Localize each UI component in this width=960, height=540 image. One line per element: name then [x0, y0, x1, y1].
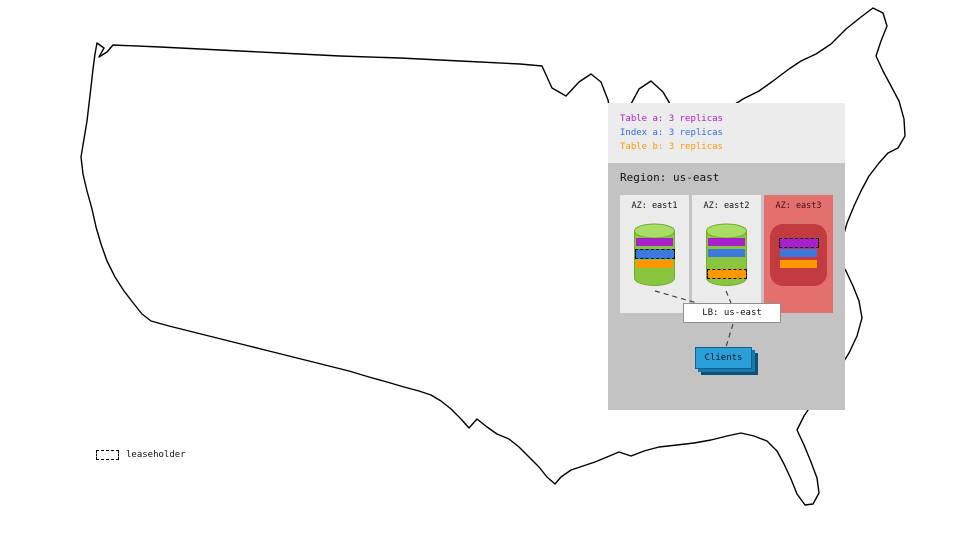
replica-table-b: [780, 260, 817, 268]
legend-index-a: Index a: 3 replicas: [620, 128, 723, 138]
az-east2-node: [705, 222, 748, 288]
leaseholder-legend: leaseholder: [96, 450, 186, 460]
clients-label: Clients: [704, 353, 743, 363]
replica-table-b-leaseholder: [706, 269, 747, 279]
replica-table-a: [708, 238, 745, 246]
legend-table-b: Table b: 3 replicas: [620, 142, 723, 152]
az-east1-label: AZ: east1: [631, 201, 678, 211]
replica-table-a: [636, 238, 673, 246]
region-panel: Region: us-east AZ: east1 AZ: east2: [608, 163, 845, 410]
load-balancer-label: LB: us-east: [702, 308, 762, 318]
replica-index-a: [780, 249, 817, 257]
legend-table-a: Table a: 3 replicas: [620, 114, 723, 124]
replica-legend-panel: Table a: 3 replicas Index a: 3 replicas …: [608, 103, 845, 163]
az-east3: AZ: east3: [764, 195, 833, 313]
replica-index-a-leaseholder: [634, 249, 675, 259]
az-east1: AZ: east1: [620, 195, 689, 313]
az-east2-label: AZ: east2: [703, 201, 750, 211]
az-east1-node: [633, 222, 676, 288]
az-east3-node: [770, 222, 827, 288]
leaseholder-swatch-icon: [96, 450, 119, 460]
load-balancer-box: LB: us-east: [683, 303, 781, 323]
region-title: Region: us-east: [620, 171, 720, 184]
replica-table-b: [636, 260, 673, 268]
az-east3-label: AZ: east3: [775, 201, 822, 211]
replica-table-a-leaseholder: [778, 238, 819, 248]
leaseholder-legend-label: leaseholder: [126, 450, 186, 460]
clients-box: Clients: [695, 347, 752, 369]
replica-index-a: [708, 249, 745, 257]
az-east2: AZ: east2: [692, 195, 761, 313]
